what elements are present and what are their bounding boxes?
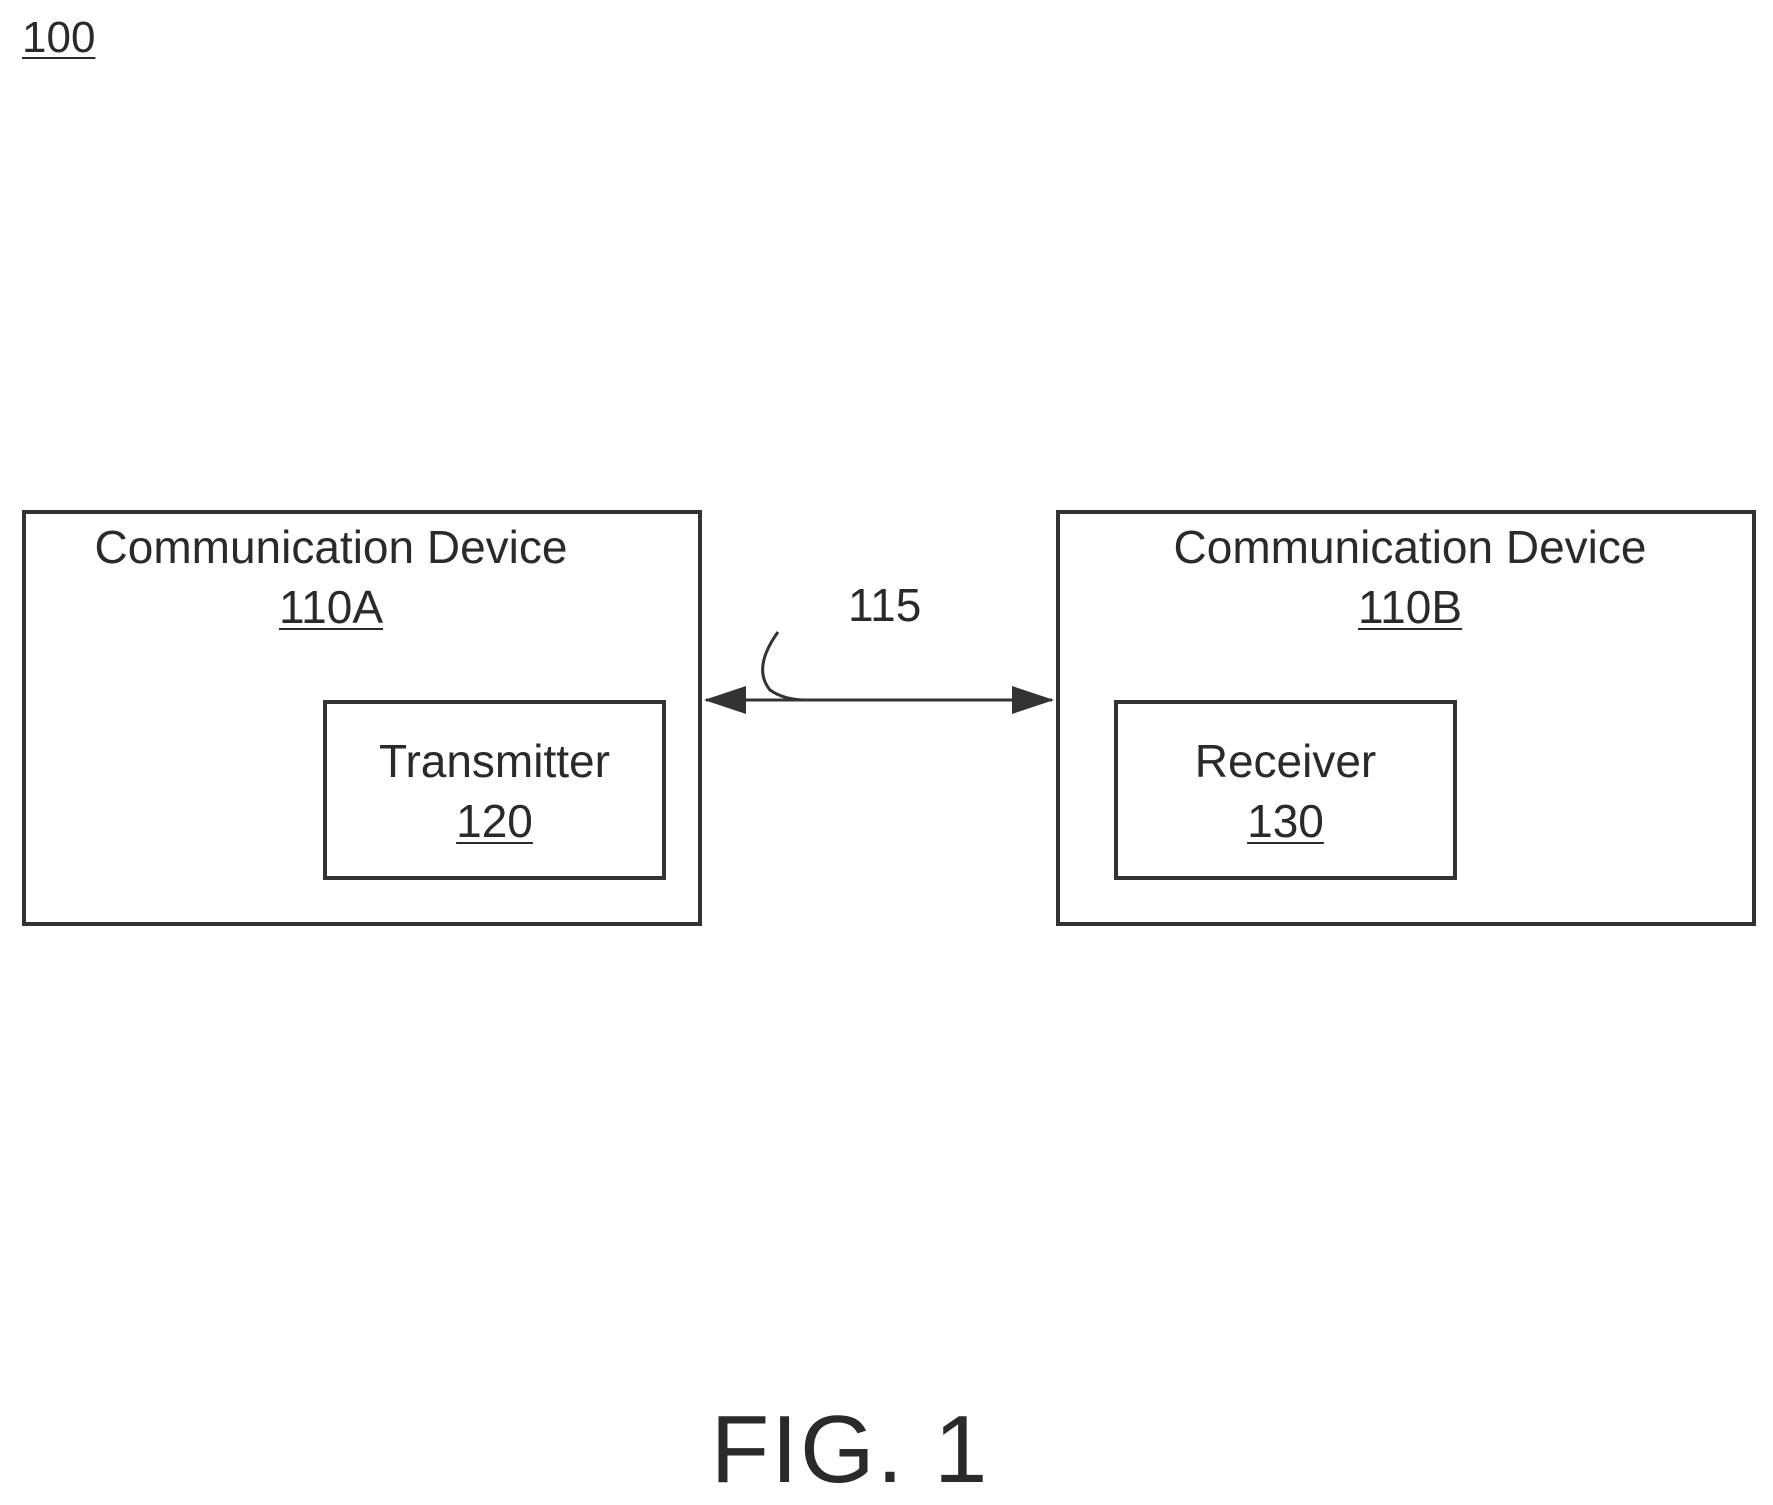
device-b-ref: 110B: [1060, 580, 1760, 634]
device-b-ref-label: 110B: [1358, 581, 1462, 633]
transmitter-title: Transmitter: [327, 734, 662, 788]
receiver-ref: 130: [1118, 794, 1453, 848]
link-reference-number: 115: [848, 578, 921, 632]
figure-caption: FIG. 1: [0, 1395, 1700, 1505]
receiver-title: Receiver: [1118, 734, 1453, 788]
device-b-title: Communication Device: [1060, 520, 1760, 574]
arrow-head-right: [1012, 686, 1054, 714]
arrow-head-left: [704, 686, 746, 714]
device-a-ref-label: 110A: [279, 581, 383, 633]
receiver-ref-label: 130: [1247, 795, 1324, 847]
transmitter-ref-label: 120: [456, 795, 533, 847]
device-a-ref: 110A: [26, 580, 636, 634]
leader-line: [763, 632, 806, 700]
transmitter-box: Transmitter 120: [323, 700, 666, 880]
receiver-box: Receiver 130: [1114, 700, 1457, 880]
device-a-title: Communication Device: [26, 520, 636, 574]
transmitter-ref: 120: [327, 794, 662, 848]
bidirectional-arrow: [704, 686, 1054, 714]
